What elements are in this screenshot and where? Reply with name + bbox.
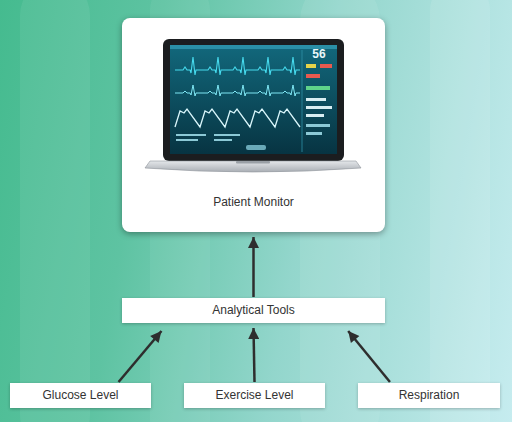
flow-arrow: [348, 331, 390, 382]
panel-divider: [302, 50, 303, 152]
screen-readout: [176, 134, 206, 136]
ecg-waveform: [175, 57, 300, 75]
vital-readout: [306, 98, 326, 101]
vital-readout: [306, 132, 322, 135]
laptop-hinge-notch: [236, 161, 270, 164]
screen-reading: 56: [305, 47, 333, 61]
status-bar: [170, 45, 337, 49]
laptop-screen: [170, 45, 337, 154]
vital-readout: [306, 64, 316, 68]
flow-arrow: [254, 328, 255, 382]
vital-readout: [306, 86, 330, 90]
screen-readout: [214, 134, 240, 136]
flow-arrow: [119, 331, 162, 382]
box-label: Analytical Tools: [212, 303, 295, 318]
vital-readout: [320, 64, 332, 68]
screen-readout: [214, 139, 232, 141]
box-label: Patient Monitor: [213, 195, 294, 210]
process-box: Analytical Tools: [122, 298, 385, 323]
vital-readout: [306, 74, 320, 78]
vital-readout: [306, 114, 324, 117]
vital-readout: [306, 124, 330, 127]
secondary-waveform: [175, 85, 300, 96]
input-box: Glucose Level: [10, 383, 151, 408]
background-band: [430, 0, 490, 422]
pleth-waveform: [175, 109, 300, 127]
screen-readout: [176, 139, 198, 141]
background-band: [20, 0, 90, 422]
box-label: Glucose Level: [42, 388, 118, 403]
box-label: Exercise Level: [215, 388, 293, 403]
laptop-bezel: [163, 39, 344, 161]
input-box: Exercise Level: [184, 383, 325, 408]
flow-arrow: [252, 237, 255, 297]
output-box: Patient Monitor: [122, 18, 385, 232]
vital-readout: [306, 106, 332, 109]
input-box: Respiration: [358, 383, 500, 408]
screen-button: [246, 145, 266, 150]
laptop-base: [145, 161, 361, 172]
box-label: Respiration: [399, 388, 460, 403]
